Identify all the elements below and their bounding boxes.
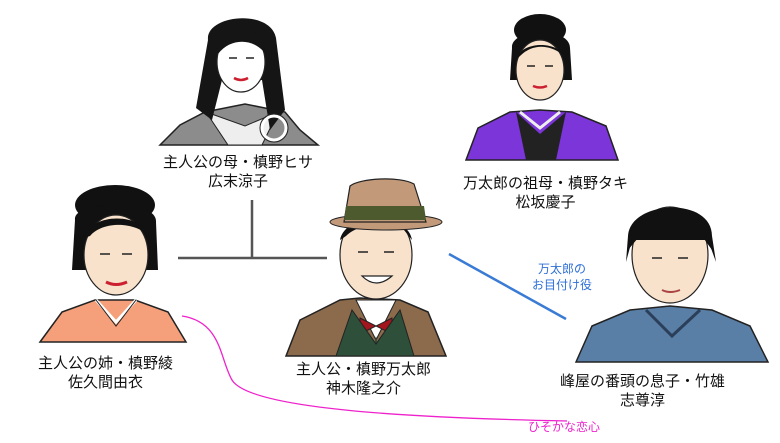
mother-portrait xyxy=(158,18,321,146)
sister-label: 主人公の姉・槙野綾 佐久間由衣 xyxy=(38,354,173,392)
attendant-line xyxy=(448,252,567,321)
mother-actor: 広末涼子 xyxy=(208,172,269,190)
protagonist-portrait xyxy=(284,178,448,357)
family-connector xyxy=(178,200,327,260)
grandmother-actor: 松坂慶子 xyxy=(515,193,576,211)
mother-name: 主人公の母・槙野ヒサ xyxy=(163,153,314,171)
secret-love-line xyxy=(181,315,568,422)
protagonist-label: 主人公・槙野万太郎 神木隆之介 xyxy=(296,360,431,398)
chief-clerk-son-name: 峰屋の番頭の息子・竹雄 xyxy=(560,372,726,390)
sister-name: 主人公の姉・槙野綾 xyxy=(38,354,174,372)
attendant-note-line1: 万太郎の xyxy=(538,262,587,276)
protagonist-actor: 神木隆之介 xyxy=(326,379,402,397)
secret-love-note: ひそかな恋心 xyxy=(528,420,601,434)
protagonist-name: 主人公・槙野万太郎 xyxy=(296,360,432,378)
sister-portrait xyxy=(38,185,188,343)
grandmother-portrait xyxy=(464,14,620,161)
grandmother-label: 万太郎の祖母・槙野タキ 松坂慶子 xyxy=(463,174,628,212)
grandmother-name: 万太郎の祖母・槙野タキ xyxy=(463,174,629,192)
chief-clerk-son-actor: 志尊淳 xyxy=(620,391,666,409)
chief-clerk-son-portrait xyxy=(574,206,770,363)
attendant-note: 万太郎の お目付け役 xyxy=(532,261,592,293)
sister-actor: 佐久間由衣 xyxy=(68,373,144,391)
chief-clerk-son-label: 峰屋の番頭の息子・竹雄 志尊淳 xyxy=(560,372,725,410)
attendant-note-line2: お目付け役 xyxy=(532,278,593,292)
mother-label: 主人公の母・槙野ヒサ 広末涼子 xyxy=(163,153,313,191)
